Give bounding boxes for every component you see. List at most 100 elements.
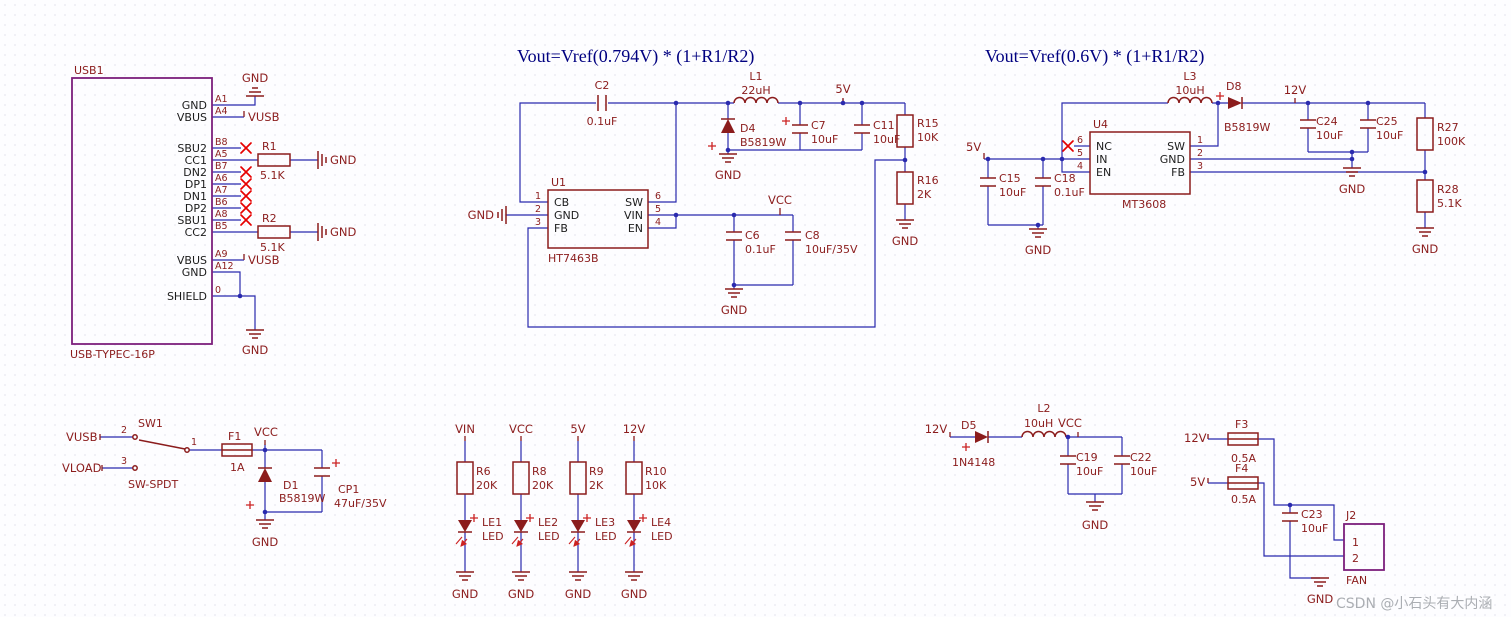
net-label-vusb: VUSB bbox=[248, 253, 280, 267]
ref-label: L2 bbox=[1037, 402, 1050, 415]
no-connect-x-icon bbox=[1062, 140, 1074, 152]
capacitor-c15: C15 10uF bbox=[980, 172, 1026, 199]
pin-name: GND bbox=[182, 266, 207, 279]
pin-name: NC bbox=[1096, 140, 1112, 153]
power-input-section: VUSB VLOAD SW1 SW-SPDT 2 3 1 F1 1A VCC bbox=[62, 417, 387, 549]
pin-number: A4 bbox=[215, 106, 228, 117]
ref-label: R16 bbox=[917, 174, 939, 187]
net-label-5v: 5V bbox=[835, 82, 850, 96]
net-label-5v: 5V bbox=[1190, 475, 1205, 489]
value-label: LED bbox=[651, 530, 673, 543]
value-label: LED bbox=[595, 530, 617, 543]
net-label: 5V bbox=[570, 422, 585, 436]
fan-wires bbox=[1208, 438, 1344, 579]
resistor-r2: R2 5.1K GND bbox=[257, 212, 357, 254]
watermark-text: CSDN @小石头有大内涵 bbox=[1336, 596, 1492, 612]
value-label: 10uF bbox=[1316, 129, 1343, 142]
buck-junction-dots bbox=[673, 100, 908, 288]
ground-symbol: GND bbox=[468, 206, 507, 224]
net-label-12v: 12V bbox=[1184, 431, 1207, 445]
ref-label: R27 bbox=[1437, 121, 1459, 134]
value-label: 0.5A bbox=[1231, 452, 1256, 465]
net-label: VIN bbox=[455, 422, 475, 436]
ref-label: SW1 bbox=[138, 417, 163, 430]
ref-label: LE2 bbox=[538, 516, 558, 529]
resistor-r15: R15 10K bbox=[896, 114, 939, 148]
switch-sw1: SW1 SW-SPDT 2 3 1 bbox=[121, 417, 197, 491]
fuse-f1: F1 1A bbox=[221, 430, 253, 474]
value-label: 5.1K bbox=[1437, 197, 1462, 210]
pin-name: CC2 bbox=[185, 226, 207, 239]
value-label: 100K bbox=[1437, 135, 1466, 148]
pin-name: DN2 bbox=[183, 166, 207, 179]
ref-label: C19 bbox=[1076, 451, 1098, 464]
value-label: B5819W bbox=[1224, 121, 1271, 134]
pin-name: DP2 bbox=[185, 202, 207, 215]
gnd-label: GND bbox=[1025, 243, 1052, 257]
value-label: 20K bbox=[532, 479, 554, 492]
ground-symbol: GND bbox=[1307, 577, 1333, 606]
pin-name: DN1 bbox=[183, 190, 207, 203]
ref-label: J2 bbox=[1345, 509, 1356, 522]
inductor-l2: L2 10uH bbox=[1021, 402, 1067, 438]
boost-wires bbox=[984, 102, 1426, 229]
diode-d4: D4 B5819W bbox=[708, 118, 787, 150]
value-label: 0.1uF bbox=[587, 115, 618, 128]
capacitor-c22: C22 10uF bbox=[1114, 451, 1157, 478]
value-label: 5.1K bbox=[260, 169, 285, 182]
value-label: 5.1K bbox=[260, 241, 285, 254]
pin-name: VBUS bbox=[177, 254, 207, 267]
pin-number: 2 bbox=[1197, 148, 1203, 159]
resistor-r27: R27 100K bbox=[1416, 117, 1466, 151]
ref-label: R2 bbox=[262, 212, 277, 225]
gnd-label: GND bbox=[1339, 182, 1366, 196]
pin-number: 3 bbox=[535, 217, 541, 228]
led-column-vin: VIN R6 20K LE1 LED GND bbox=[452, 422, 504, 601]
pin-name: EN bbox=[1096, 166, 1111, 179]
pin-number: 4 bbox=[1077, 161, 1083, 172]
value-label: 0.5A bbox=[1231, 493, 1256, 506]
net-label: 12V bbox=[623, 422, 646, 436]
value-label: 1N4148 bbox=[952, 456, 995, 469]
net-label-vcc: VCC bbox=[254, 425, 278, 439]
pin-name: SBU1 bbox=[177, 214, 207, 227]
ref-label: LE4 bbox=[651, 516, 671, 529]
boost-converter-section: Vout=Vref(0.6V) * (1+R1/R2) 5V C15 10uF bbox=[966, 46, 1466, 257]
usb-wires bbox=[212, 96, 318, 330]
led-column-vcc: VCC R8 20K LE2 LED GND bbox=[508, 422, 560, 601]
ground-symbol: GND bbox=[1082, 501, 1108, 532]
value-label: LED bbox=[482, 530, 504, 543]
pin-number: 1 bbox=[535, 191, 541, 202]
ref-label: F4 bbox=[1235, 462, 1248, 475]
ref-label: R6 bbox=[476, 465, 491, 478]
value-label: 10uF bbox=[1376, 129, 1403, 142]
ref-label: C25 bbox=[1376, 115, 1398, 128]
ref-label: L3 bbox=[1183, 70, 1196, 83]
gnd-label: GND bbox=[330, 225, 357, 239]
value-label: LED bbox=[538, 530, 560, 543]
gnd-label: GND bbox=[508, 587, 535, 601]
aux-wires bbox=[950, 436, 1123, 502]
capacitor-c11: C11 10uF bbox=[854, 119, 900, 146]
net-label-vcc: VCC bbox=[1058, 416, 1082, 430]
net-label-vload: VLOAD bbox=[62, 461, 102, 475]
value-label: 10uF bbox=[811, 133, 838, 146]
pin-number: A8 bbox=[215, 209, 228, 220]
value-label: 0.1uF bbox=[1054, 186, 1085, 199]
ground-symbol: GND bbox=[715, 153, 741, 182]
usb-pin-numbers: A1 A4 B8 A5 B7 A6 A7 B6 A8 B5 A9 A12 0 bbox=[215, 94, 234, 296]
ref-label: F3 bbox=[1235, 418, 1248, 431]
ref-label: C11 bbox=[873, 119, 895, 132]
fuse-f3: F3 0.5A bbox=[1227, 418, 1259, 465]
pin-name: FB bbox=[1171, 166, 1185, 179]
value-label: 0.1uF bbox=[745, 243, 776, 256]
ref-label: C7 bbox=[811, 119, 826, 132]
value-label: B5819W bbox=[279, 492, 326, 505]
pin-name: VBUS bbox=[177, 111, 207, 124]
pin-number: B7 bbox=[215, 161, 228, 172]
pin-name: IN bbox=[1096, 153, 1107, 166]
ref-label: F1 bbox=[228, 430, 241, 443]
value-label: 2K bbox=[917, 188, 932, 201]
resistor-r28: R28 5.1K bbox=[1416, 179, 1462, 213]
